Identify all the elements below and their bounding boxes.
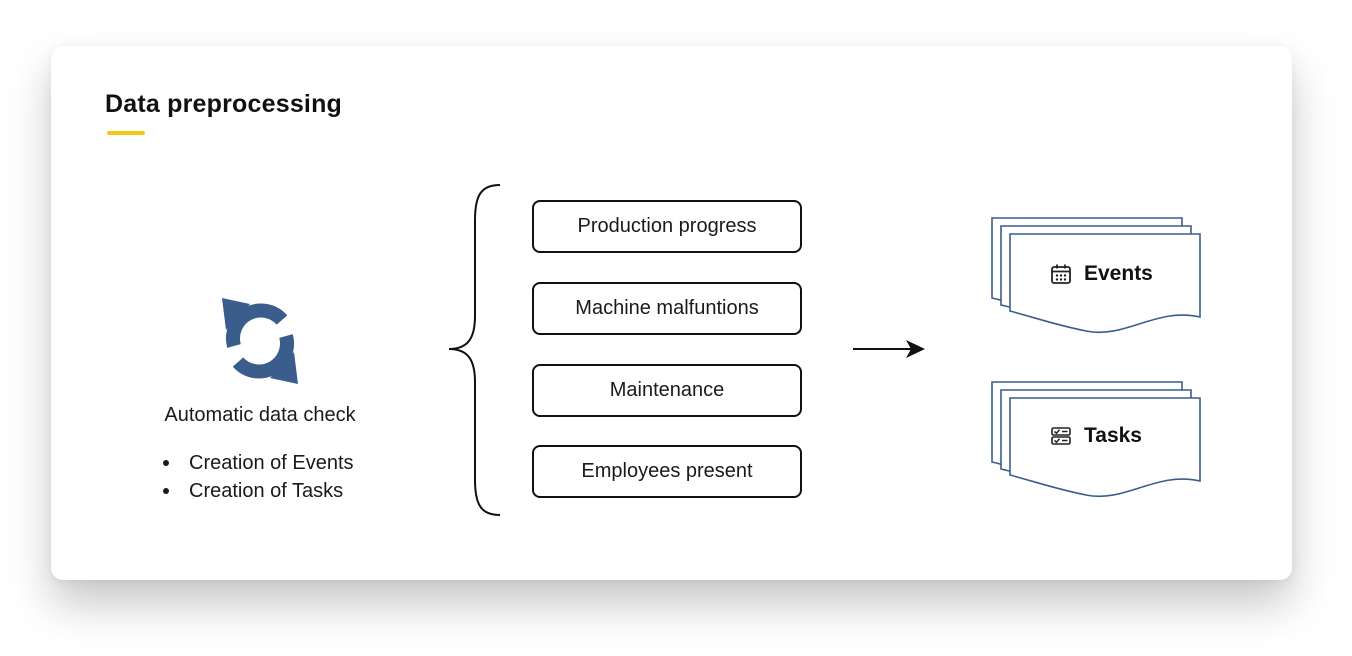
- arrow-right-icon: [853, 340, 925, 358]
- refresh-icon: [222, 298, 298, 384]
- events-output: Events: [1050, 262, 1153, 286]
- category-production-progress: Production progress: [532, 200, 802, 253]
- bullet-item-events: Creation of Events: [160, 449, 354, 477]
- calendar-icon: [1051, 264, 1071, 284]
- category-machine-malfunctions: Machine malfuntions: [532, 282, 802, 335]
- curly-brace: [448, 184, 501, 516]
- page-title: Data preprocessing: [105, 90, 343, 118]
- document-stack-shape: [991, 217, 1201, 334]
- tasks-label: Tasks: [1084, 424, 1142, 447]
- category-label: Maintenance: [609, 379, 725, 401]
- category-maintenance: Maintenance: [532, 364, 802, 417]
- category-label: Production progress: [577, 215, 757, 237]
- tasks-document-stack: Tasks: [988, 378, 1208, 498]
- automatic-data-check-label: Automatic data check: [164, 404, 356, 426]
- document-stack-shape: [991, 381, 1201, 498]
- title-underline: [107, 131, 145, 135]
- task-list-icon: [1051, 427, 1071, 445]
- tasks-output: Tasks: [1050, 424, 1142, 448]
- events-label: Events: [1084, 262, 1153, 285]
- bullet-list: Creation of Events Creation of Tasks: [160, 449, 354, 505]
- bullet-item-tasks: Creation of Tasks: [160, 477, 354, 505]
- events-document-stack: Events: [988, 214, 1208, 334]
- category-label: Employees present: [581, 460, 753, 482]
- category-label: Machine malfuntions: [575, 297, 759, 319]
- category-employees-present: Employees present: [532, 445, 802, 498]
